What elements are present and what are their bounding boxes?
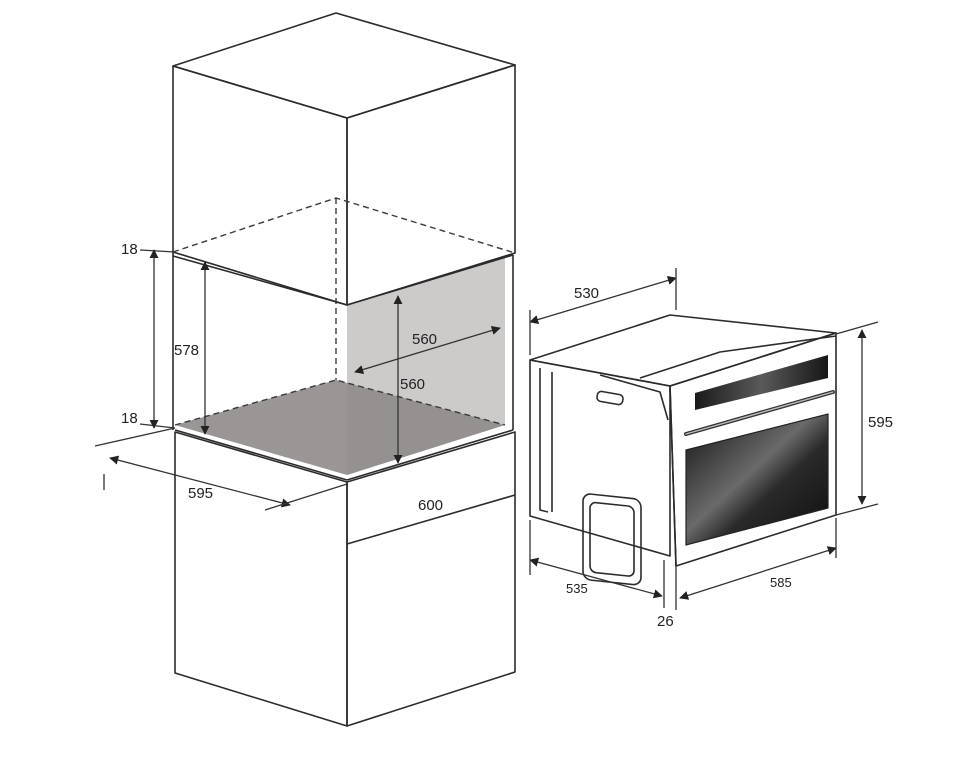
oven xyxy=(529,314,837,586)
oven-side xyxy=(529,359,671,557)
label-oven-front-width: 585 xyxy=(770,575,792,590)
drawer-divider xyxy=(346,494,516,545)
cabinet-dimension-lines xyxy=(94,249,501,511)
label-oven-height: 595 xyxy=(868,414,893,431)
cabinet-lower-right-face xyxy=(346,431,516,727)
upper-hidden-edges xyxy=(172,197,516,254)
label-oven-body-depth: 535 xyxy=(566,581,588,596)
cabinet-upper-left-face xyxy=(172,65,348,306)
oven-control-strip xyxy=(695,355,828,410)
niche-dashed-bottom xyxy=(174,379,506,426)
oven-side-vent xyxy=(596,390,624,406)
label-door-thickness: 26 xyxy=(657,613,674,630)
cabinet-lower-left-face xyxy=(174,431,348,727)
oven-door-glass xyxy=(685,413,829,546)
cabinet xyxy=(172,12,516,727)
label-cabinet-width: 600 xyxy=(418,497,443,514)
label-niche-inner-height: 560 xyxy=(400,376,425,393)
label-top-panel: 18 xyxy=(121,241,138,258)
niche-floor xyxy=(175,380,505,475)
label-niche-depth: 595 xyxy=(188,485,213,502)
label-niche-width: 560 xyxy=(412,331,437,348)
cabinet-top-face xyxy=(172,12,516,119)
label-bottom-panel: 18 xyxy=(121,410,138,427)
label-oven-depth-top: 530 xyxy=(574,285,599,302)
niche-top-edge xyxy=(172,254,514,306)
label-niche-height: 578 xyxy=(174,342,199,359)
oven-dimension-lines xyxy=(529,268,879,610)
